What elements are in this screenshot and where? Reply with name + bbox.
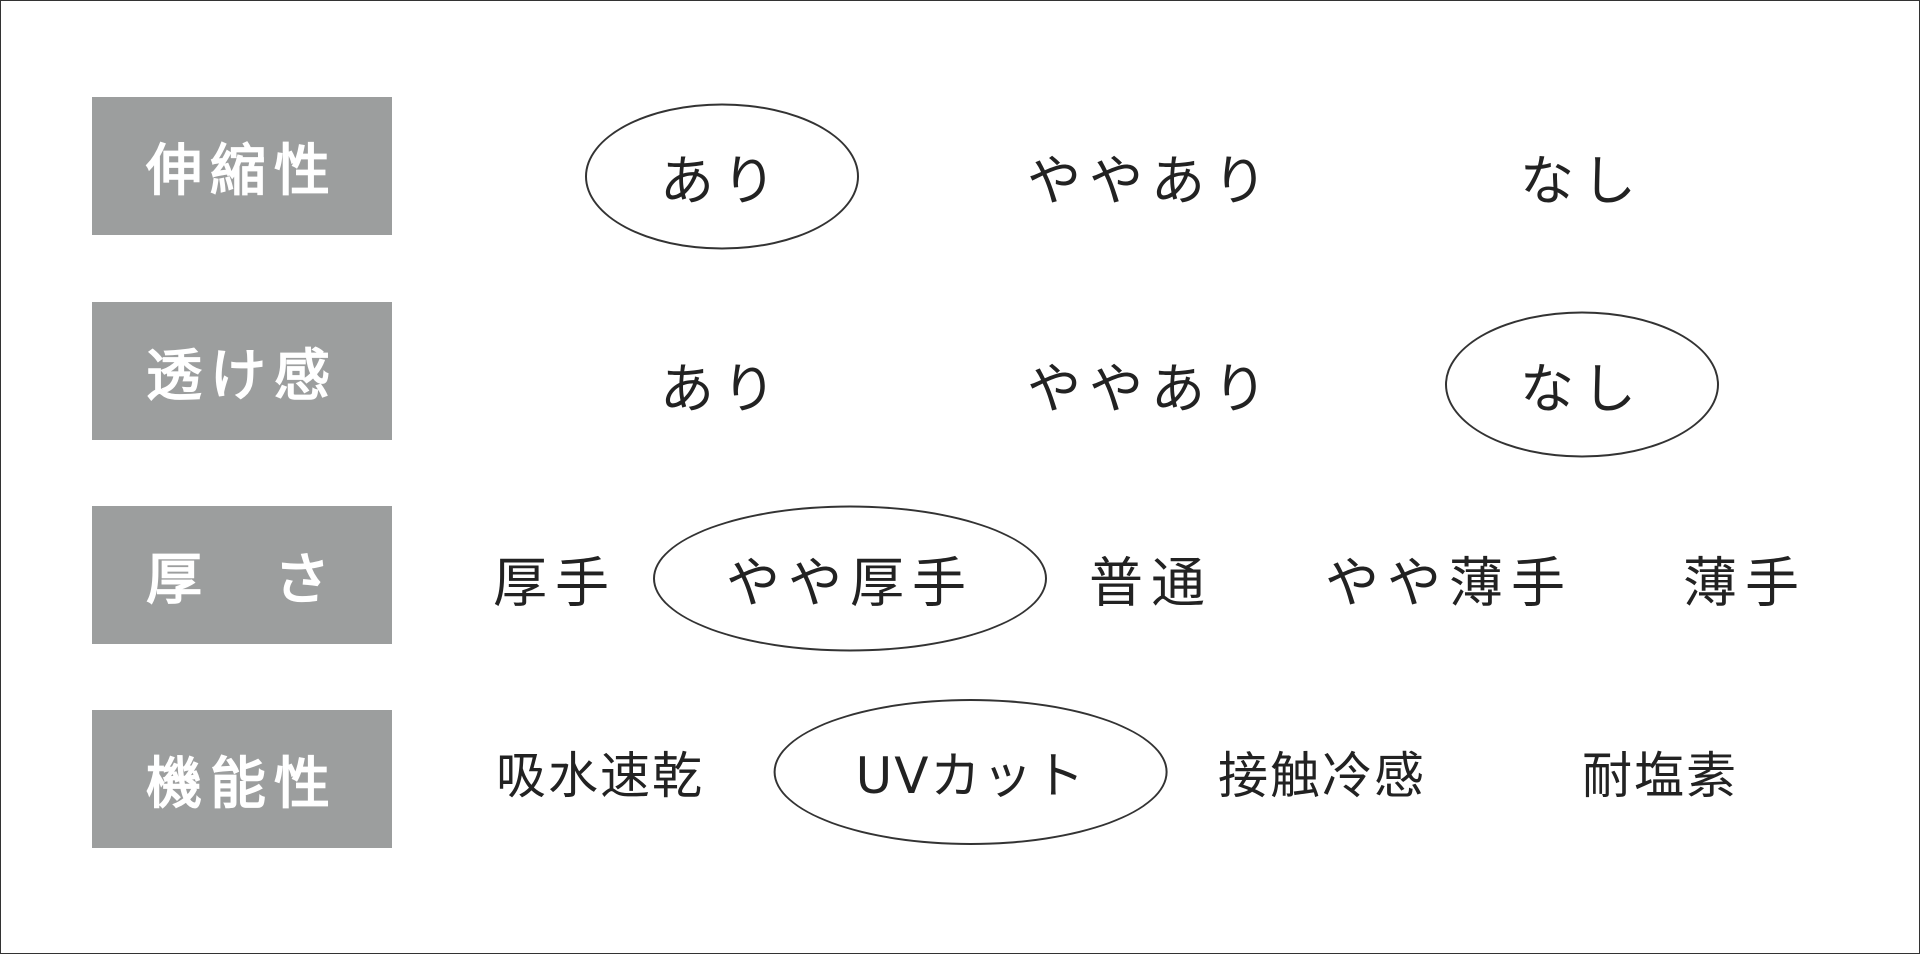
option-sheer-somewhat[interactable]: ややあり: [1027, 357, 1275, 421]
label-sheerness: 透け感: [92, 302, 392, 440]
label-function: 機能性: [92, 710, 392, 848]
option-quick-dry[interactable]: 吸水速乾: [496, 747, 704, 805]
option-uv-cut[interactable]: UVカット: [856, 736, 1087, 808]
option-sheer-none[interactable]: なし: [1520, 345, 1644, 424]
option-stretch-none[interactable]: なし: [1520, 149, 1644, 213]
option-sheer-yes[interactable]: あり: [660, 357, 784, 421]
option-thin[interactable]: 薄手: [1683, 551, 1807, 615]
option-thick[interactable]: 厚手: [493, 551, 617, 615]
option-stretch-yes[interactable]: あり: [660, 137, 784, 216]
label-thickness: 厚 さ: [92, 506, 392, 644]
option-somewhat-thin[interactable]: やや薄手: [1325, 551, 1573, 615]
option-cool-touch[interactable]: 接触冷感: [1218, 747, 1426, 805]
option-somewhat-thick[interactable]: やや厚手: [726, 539, 974, 618]
option-normal[interactable]: 普通: [1089, 551, 1213, 615]
label-stretch: 伸縮性: [92, 97, 392, 235]
option-chlorine-resistant[interactable]: 耐塩素: [1582, 747, 1738, 805]
option-stretch-somewhat[interactable]: ややあり: [1027, 149, 1275, 213]
